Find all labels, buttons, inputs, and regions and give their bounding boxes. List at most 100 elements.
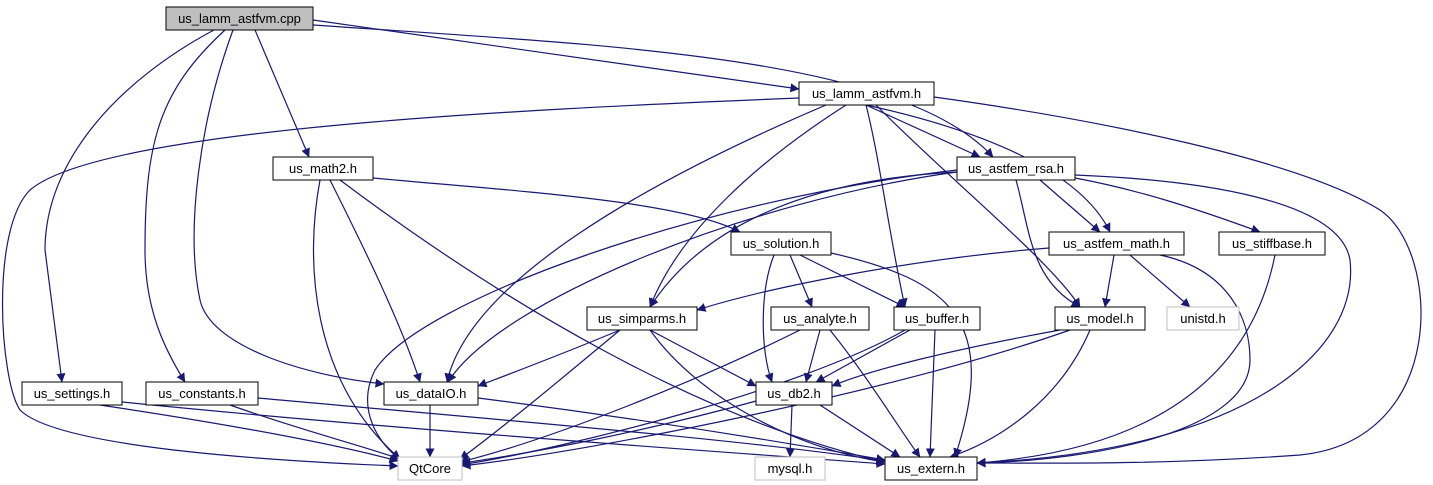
node-box-dataio <box>383 381 479 406</box>
edge-buffer-to-db2 <box>815 329 911 383</box>
edge-solution-to-buffer <box>799 254 906 308</box>
edge-lamm_h-to-qtcore <box>1 97 800 471</box>
node-label-simparms: us_simparms.h <box>598 311 686 326</box>
node-label-math2: us_math2.h <box>289 161 357 176</box>
edge-simparms-to-qtcore <box>459 329 621 460</box>
edge-simparms-to-dataio <box>477 329 621 388</box>
nodes-layer: us_lamm_astfvm.cpp us_lamm_astfvm.h us_mat… <box>21 6 1326 481</box>
node-box-root <box>165 6 314 31</box>
edge-stiff-to-extern <box>976 254 1276 467</box>
edges-layer <box>1 19 1422 471</box>
edge-lamm_h-to-extern <box>933 96 1422 468</box>
edge-root-to-constants <box>144 29 226 383</box>
node-label-model: us_model.h <box>1066 311 1133 326</box>
node-solution[interactable]: us_solution.h <box>730 231 832 256</box>
edge-db2-to-extern <box>819 404 901 458</box>
edge-db2-to-mysql <box>785 404 795 458</box>
edge-analyte-to-extern <box>829 329 921 458</box>
edge-model-to-qtcore <box>461 329 1071 470</box>
node-box-unistd <box>1166 306 1240 331</box>
node-astmath[interactable]: us_astfem_math.h <box>1048 231 1185 256</box>
edge-model-to-db2 <box>831 329 1061 387</box>
node-label-stiff: us_stiffbase.h <box>1232 236 1312 251</box>
edge-astmath-to-model <box>1102 254 1115 308</box>
edge-simparms-to-db2 <box>649 329 757 387</box>
edge-root-to-rsa <box>312 24 994 158</box>
node-model[interactable]: us_model.h <box>1054 306 1146 331</box>
node-label-rsa: us_astfem_rsa.h <box>968 161 1064 176</box>
node-label-qtcore: QtCore <box>409 461 451 476</box>
node-rsa[interactable]: us_astfem_rsa.h <box>956 156 1076 181</box>
edge-model-to-extern <box>949 329 1091 459</box>
node-settings[interactable]: us_settings.h <box>21 381 123 406</box>
edge-math2-to-solution <box>372 177 741 233</box>
node-qtcore[interactable]: QtCore <box>397 456 463 481</box>
node-label-lamm_h: us_lamm_astfvm.h <box>812 86 921 101</box>
node-box-analyte <box>770 306 870 331</box>
node-box-stiff <box>1218 231 1326 256</box>
edge-math2-to-dataio <box>329 179 422 383</box>
edge-lamm_h-to-buffer <box>865 104 908 308</box>
node-constants[interactable]: us_constants.h <box>145 381 259 406</box>
edge-astmath-to-extern <box>976 254 1251 468</box>
node-simparms[interactable]: us_simparms.h <box>586 306 698 331</box>
node-db2[interactable]: us_db2.h <box>755 381 833 406</box>
node-label-db2: us_db2.h <box>767 386 821 401</box>
edge-buffer-to-qtcore <box>459 329 906 469</box>
node-box-solution <box>730 231 832 256</box>
edge-lamm_h-to-simparms <box>648 104 847 308</box>
node-box-model <box>1054 306 1146 331</box>
edge-root-to-lamm_h <box>312 19 800 93</box>
edge-lamm_h-to-astmath <box>865 104 1111 233</box>
node-unistd[interactable]: unistd.h <box>1166 306 1240 331</box>
node-mysql[interactable]: mysql.h <box>754 456 826 481</box>
edge-lamm_h-to-dataio <box>444 104 827 383</box>
edge-rsa-to-qtcore <box>367 169 958 460</box>
edge-constants-to-qtcore <box>229 404 401 461</box>
node-label-solution: us_solution.h <box>743 236 820 251</box>
edge-root-to-math2 <box>254 29 310 158</box>
edge-rsa-to-stiff <box>1074 177 1261 234</box>
edge-lamm_h-to-model <box>875 104 1081 308</box>
node-math2[interactable]: us_math2.h <box>272 156 374 181</box>
node-label-unistd: unistd.h <box>1180 311 1226 326</box>
node-box-qtcore <box>397 456 463 481</box>
edge-dataio-to-extern <box>477 397 886 463</box>
node-box-db2 <box>755 381 833 406</box>
edge-analyte-to-db2 <box>803 329 821 383</box>
edge-constants-to-extern <box>257 397 886 465</box>
node-box-astmath <box>1048 231 1185 256</box>
node-root[interactable]: us_lamm_astfvm.cpp <box>165 6 314 31</box>
edge-rsa-to-dataio <box>447 171 958 383</box>
edge-settings-to-qtcore <box>99 404 399 464</box>
edge-buffer-to-extern <box>925 329 936 458</box>
node-label-settings: us_settings.h <box>34 386 111 401</box>
node-label-analyte: us_analyte.h <box>783 311 857 326</box>
node-extern[interactable]: us_extern.h <box>884 456 978 481</box>
node-box-extern <box>884 456 978 481</box>
node-dataio[interactable]: us_dataIO.h <box>383 381 479 406</box>
node-box-lamm_h <box>798 81 935 106</box>
edge-analyte-to-qtcore <box>459 329 801 465</box>
edge-rsa-to-astmath <box>1039 179 1101 233</box>
node-box-buffer <box>893 306 981 331</box>
node-buffer[interactable]: us_buffer.h <box>893 306 981 331</box>
edge-rsa-to-model <box>1015 179 1081 308</box>
edge-root-to-dataio <box>193 29 385 388</box>
node-label-buffer: us_buffer.h <box>905 311 969 326</box>
node-label-constants: us_constants.h <box>158 386 245 401</box>
node-box-simparms <box>586 306 698 331</box>
node-box-math2 <box>272 156 374 181</box>
node-stiff[interactable]: us_stiffbase.h <box>1218 231 1326 256</box>
edge-math2-to-extern <box>339 179 886 465</box>
node-box-mysql <box>754 456 826 481</box>
node-box-constants <box>145 381 259 406</box>
edge-simparms-to-extern <box>649 329 886 466</box>
node-lamm_h[interactable]: us_lamm_astfvm.h <box>798 81 935 106</box>
node-box-settings <box>21 381 123 406</box>
node-label-mysql: mysql.h <box>768 461 813 476</box>
node-label-astmath: us_astfem_math.h <box>1063 236 1170 251</box>
node-analyte[interactable]: us_analyte.h <box>770 306 870 331</box>
edge-astmath-to-simparms <box>696 247 1050 312</box>
